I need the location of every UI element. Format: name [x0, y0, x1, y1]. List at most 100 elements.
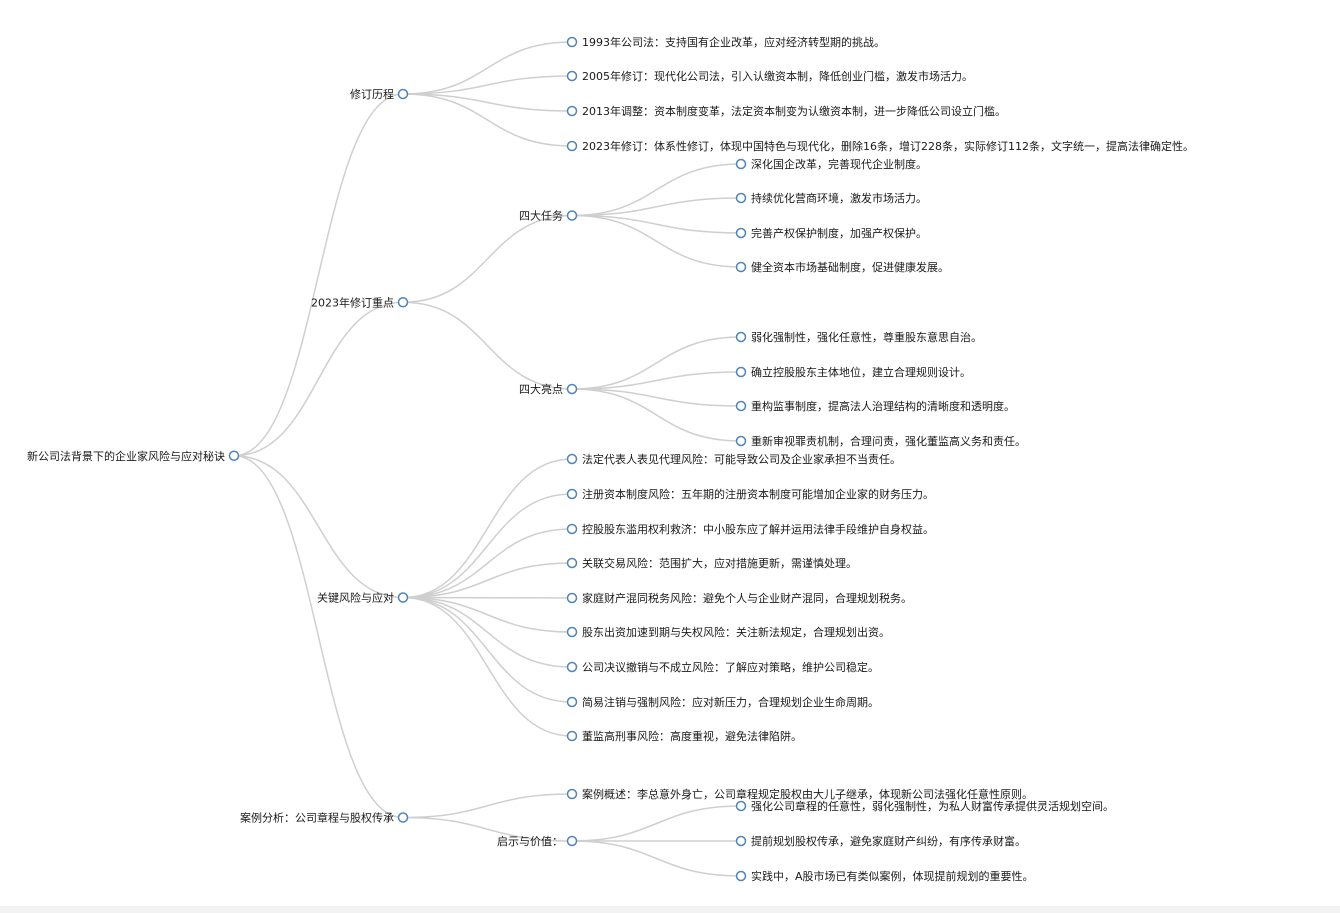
- node-root-children-1[interactable]: 2023年修订重点: [311, 295, 409, 309]
- node-toggle-circle[interactable]: [735, 227, 747, 239]
- node-root-children-2-children-4[interactable]: 家庭财产混同税务风险：避免个人与企业财产混同，合理规划税务。: [566, 591, 913, 605]
- node-label: 股东出资加速到期与失权风险：关注新法规定，合理规划出资。: [582, 625, 890, 639]
- node-root-children-2-children-2[interactable]: 控股股东滥用权利救济：中小股东应了解并运用法律手段维护自身权益。: [566, 522, 935, 536]
- node-root-children-1-children-1-children-2[interactable]: 重构监事制度，提高法人治理结构的清晰度和透明度。: [735, 399, 1016, 413]
- node-toggle-circle[interactable]: [735, 366, 747, 378]
- edge-root-children-0-children-0: [402, 41, 573, 95]
- node-toggle-circle[interactable]: [566, 36, 578, 48]
- node-toggle-circle[interactable]: [566, 105, 578, 117]
- node-toggle-circle[interactable]: [397, 592, 409, 603]
- node-toggle-circle[interactable]: [397, 297, 409, 308]
- node-toggle-circle[interactable]: [735, 158, 747, 170]
- node-root-children-3-children-0[interactable]: 案例概述：李总意外身亡，公司章程规定股权由大儿子继承，体现新公司法强化任意性原则…: [566, 787, 1034, 801]
- node-root-children-2-children-7[interactable]: 简易注销与强制风险：应对新压力，合理规划企业生命周期。: [566, 695, 880, 709]
- node-label: 完善产权保护制度，加强产权保护。: [751, 226, 927, 240]
- node-label: 案例概述：李总意外身亡，公司章程规定股权由大儿子继承，体现新公司法强化任意性原则…: [582, 787, 1033, 801]
- node-toggle-circle[interactable]: [228, 450, 240, 461]
- edge-root-children-1-children-1-children-3: [571, 388, 742, 442]
- node-root-children-2-children-0[interactable]: 法定代表人表见代理风险：可能导致公司及企业家承担不当责任。: [566, 452, 902, 466]
- node-root-children-0-children-3[interactable]: 2023年修订：体系性修订，体现中国特色与现代化，删除16条，增订228条，实际…: [566, 139, 1194, 153]
- node-root-children-2-children-1[interactable]: 注册资本制度风险：五年期的注册资本制度可能增加企业家的财务压力。: [566, 487, 935, 501]
- node-toggle-circle[interactable]: [566, 488, 578, 500]
- edge-root-children-3-children-1-children-2: [571, 840, 742, 877]
- edge-root-children-3-children-1-children-0: [571, 805, 742, 842]
- node-toggle-circle[interactable]: [735, 331, 747, 343]
- node-toggle-circle[interactable]: [566, 210, 578, 221]
- edge-root-children-0-children-1: [402, 75, 573, 95]
- node-label: 四大亮点: [519, 382, 563, 396]
- node-label: 启示与价值：: [497, 835, 563, 848]
- node-label: 关键风险与应对: [317, 591, 394, 605]
- node-toggle-circle[interactable]: [566, 730, 578, 742]
- node-root-children-3-children-1-children-1[interactable]: 提前规划股权传承，避免家庭财产纠纷，有序传承财富。: [735, 834, 1027, 848]
- node-toggle-circle[interactable]: [566, 696, 578, 708]
- node-toggle-circle[interactable]: [566, 626, 578, 638]
- node-toggle-circle[interactable]: [397, 812, 409, 823]
- node-toggle-circle[interactable]: [566, 788, 578, 800]
- node-label: 弱化强制性，强化任意性，尊重股东意思自治。: [751, 330, 982, 344]
- node-root-children-3-children-1-children-0[interactable]: 强化公司章程的任意性，弱化强制性，为私人财富传承提供灵活规划空间。: [735, 799, 1115, 813]
- root-node[interactable]: 新公司法背景下的企业家风险与应对秘诀: [27, 449, 240, 463]
- node-root-children-2-children-6[interactable]: 公司决议撤销与不成立风险：了解应对策略，维护公司稳定。: [566, 660, 880, 674]
- node-root-children-1-children-0-children-2[interactable]: 完善产权保护制度，加强产权保护。: [735, 226, 928, 240]
- node-toggle-circle[interactable]: [566, 453, 578, 465]
- node-root-children-2-children-5[interactable]: 股东出资加速到期与失权风险：关注新法规定，合理规划出资。: [566, 625, 891, 639]
- edge-root-children-2: [233, 455, 404, 599]
- node-toggle-circle[interactable]: [566, 523, 578, 535]
- node-root-children-3-children-1[interactable]: 启示与价值：: [497, 835, 578, 848]
- node-root-children-2-children-8[interactable]: 董监高刑事风险：高度重视，避免法律陷阱。: [566, 729, 803, 743]
- node-root-children-0[interactable]: 修订历程: [350, 87, 409, 101]
- node-root-children-2-children-3[interactable]: 关联交易风险：范围扩大，应对措施更新，需谨慎处理。: [566, 556, 858, 570]
- node-root-children-1-children-1-children-3[interactable]: 重新审视罪责机制，合理问责，强化董监高义务和责任。: [735, 434, 1027, 448]
- node-toggle-circle[interactable]: [566, 592, 578, 604]
- node-label: 持续优化营商环境，激发市场活力。: [751, 191, 927, 205]
- node-toggle-circle[interactable]: [566, 835, 578, 847]
- node-root-children-2[interactable]: 关键风险与应对: [317, 591, 409, 605]
- node-label: 2023年修订：体系性修订，体现中国特色与现代化，删除16条，增订228条，实际…: [582, 139, 1194, 153]
- node-label: 案例分析：公司章程与股权传承: [240, 811, 394, 825]
- edge-root-children-1-children-1: [402, 301, 573, 390]
- edge-root-children-1-children-0: [402, 214, 573, 303]
- edge-root-children-1-children-0-children-3: [571, 214, 742, 268]
- node-toggle-circle[interactable]: [735, 800, 747, 812]
- node-toggle-circle[interactable]: [735, 435, 747, 447]
- node-toggle-circle[interactable]: [566, 557, 578, 569]
- node-root-children-3-children-1-children-2[interactable]: 实践中，A股市场已有类似案例，体现提前规划的重要性。: [735, 869, 1034, 883]
- node-root-children-1-children-0-children-1[interactable]: 持续优化营商环境，激发市场活力。: [735, 191, 928, 205]
- node-root-children-1-children-1-children-0[interactable]: 弱化强制性，强化任意性，尊重股东意思自治。: [735, 330, 983, 344]
- node-label: 深化国企改革，完善现代企业制度。: [751, 157, 927, 171]
- edge-root-children-2-children-2: [402, 528, 573, 599]
- node-root-children-1-children-0-children-0[interactable]: 深化国企改革，完善现代企业制度。: [735, 157, 928, 171]
- node-label: 重新审视罪责机制，合理问责，强化董监高义务和责任。: [751, 434, 1026, 448]
- node-toggle-circle[interactable]: [735, 192, 747, 204]
- node-label: 关联交易风险：范围扩大，应对措施更新，需谨慎处理。: [582, 556, 857, 570]
- node-root-children-1-children-1[interactable]: 四大亮点: [519, 382, 578, 396]
- node-toggle-circle[interactable]: [735, 870, 747, 882]
- node-root-children-1-children-1-children-1[interactable]: 确立控股股东主体地位，建立合理规则设计。: [735, 365, 972, 379]
- node-toggle-circle[interactable]: [735, 835, 747, 847]
- node-toggle-circle[interactable]: [566, 70, 578, 82]
- edge-root-children-2-children-0: [402, 458, 573, 599]
- node-root-children-1-children-0-children-3[interactable]: 健全资本市场基础制度，促进健康发展。: [735, 260, 950, 274]
- node-toggle-circle[interactable]: [735, 400, 747, 412]
- edge-root-children-0-children-3: [402, 93, 573, 147]
- node-root-children-0-children-2[interactable]: 2013年调整：资本制度变革，法定资本制变为认缴资本制，进一步降低公司设立门槛。: [566, 104, 1007, 118]
- node-label: 提前规划股权传承，避免家庭财产纠纷，有序传承财富。: [751, 834, 1026, 848]
- node-toggle-circle[interactable]: [566, 140, 578, 152]
- node-label: 强化公司章程的任意性，弱化强制性，为私人财富传承提供灵活规划空间。: [751, 799, 1114, 813]
- node-root-children-1-children-0[interactable]: 四大任务: [519, 209, 578, 223]
- node-root-children-0-children-0[interactable]: 1993年公司法：支持国有企业改革，应对经济转型期的挑战。: [566, 35, 886, 49]
- node-toggle-circle[interactable]: [566, 661, 578, 673]
- node-toggle-circle[interactable]: [397, 88, 409, 100]
- node-label: 重构监事制度，提高法人治理结构的清晰度和透明度。: [751, 399, 1015, 413]
- node-root-children-0-children-1[interactable]: 2005年修订：现代化公司法，引入认缴资本制，降低创业门槛，激发市场活力。: [566, 69, 974, 83]
- node-label: 家庭财产混同税务风险：避免个人与企业财产混同，合理规划税务。: [582, 591, 912, 605]
- node-toggle-circle[interactable]: [735, 261, 747, 273]
- edge-root-children-1-children-0-children-1: [571, 197, 742, 217]
- node-toggle-circle[interactable]: [566, 383, 578, 395]
- node-root-children-3[interactable]: 案例分析：公司章程与股权传承: [240, 811, 409, 825]
- bottom-scroll-area: [0, 906, 1340, 913]
- edge-root-children-2-children-7: [402, 596, 573, 703]
- connector-lines: [233, 41, 742, 877]
